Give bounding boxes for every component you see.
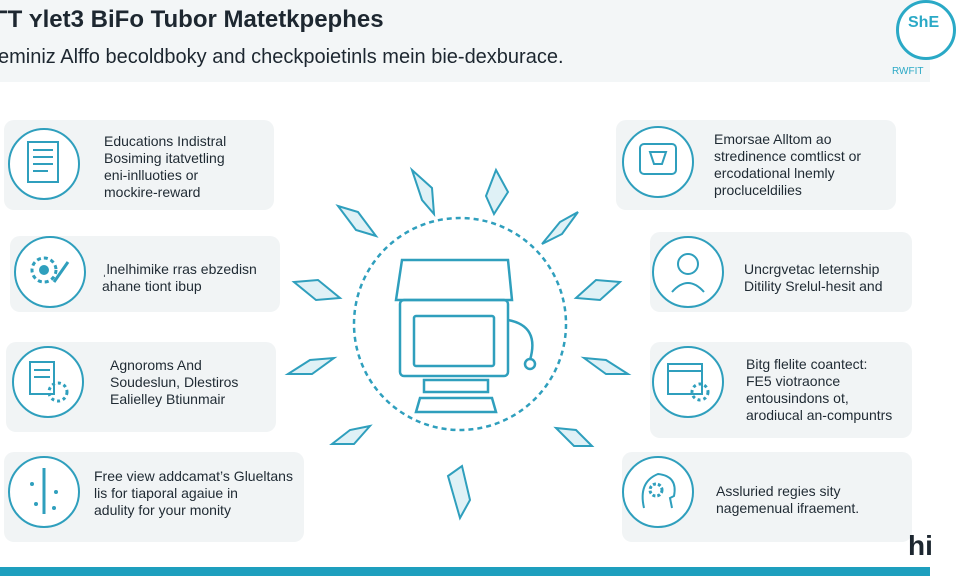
- card-left-2-text: ˌlnelhimike rras ebzedisn ahane tiont ib…: [102, 261, 257, 295]
- arrow-marker: [580, 356, 632, 375]
- card-line: Agnoroms And: [110, 357, 202, 373]
- thermometer-icon: [30, 468, 58, 514]
- card-right-1-icon-circle: [622, 126, 694, 198]
- corner-text: hi: [908, 530, 933, 561]
- card-line: mockire-reward: [104, 184, 201, 200]
- arrow-markers: [284, 166, 632, 521]
- card-line: Bitg flelite coantect:: [746, 356, 868, 372]
- card-right-3-text: Bitg flelite coantect: FE5 viotraonce en…: [746, 356, 892, 424]
- card-right-2-text: Uncrgvetac leternship Ditility Srelul-he…: [744, 261, 883, 295]
- page-subtitle: eminiz Alffo becoldboky and checkpoietin…: [0, 46, 564, 68]
- card-line: lis for tiaporal agaiue in: [94, 485, 238, 501]
- card-line: ercodational lnemly: [714, 165, 835, 181]
- card-line: stredinence comtlicst or: [714, 148, 862, 164]
- card-line: Bosiming itatvetling: [104, 150, 225, 166]
- card-line: Free view addcamat’s Glueltans: [94, 468, 293, 484]
- card-line: ˌlnelhimike rras ebzedisn: [102, 261, 257, 277]
- arrow-marker: [335, 204, 379, 238]
- card-line: Emorsae Alltom ao: [714, 131, 832, 147]
- card-line: adulity for your monity: [94, 502, 231, 518]
- document-gear-icon: [29, 361, 69, 403]
- gear-wrench-icon: [30, 256, 70, 284]
- card-left-1-text: Educations Indistral Bosiming itatvetlin…: [104, 133, 226, 201]
- card-right-3-icon-circle: [652, 346, 724, 418]
- card-line: eni-inlluoties or: [104, 167, 199, 183]
- card-left-4-text: Free view addcamat’s Glueltans lis for t…: [94, 468, 293, 519]
- card-line: procluceldilies: [714, 182, 802, 198]
- arrow-marker: [409, 166, 436, 217]
- arrow-marker: [329, 424, 373, 445]
- card-left-1-icon-circle: [8, 128, 80, 200]
- head-gears-icon: [641, 472, 676, 509]
- page-title: ГT ʏlet3 BiFo Tubor Matetkpephes: [0, 6, 384, 33]
- card-left-4-icon-circle: [8, 456, 80, 528]
- card-line: Ealielley Btiunmair: [110, 391, 226, 407]
- arrow-marker: [553, 426, 595, 447]
- browser-gear-icon: [667, 363, 710, 402]
- card-right-1-text: Emorsae Alltom ao stredinence comtlicst …: [714, 131, 861, 199]
- person-icon: [671, 253, 705, 293]
- card-line: Educations Indistral: [104, 133, 227, 149]
- card-left-2-icon-circle: [14, 236, 86, 308]
- card-line: Soudeslun, Dlestiros: [110, 374, 239, 390]
- arrow-marker: [284, 356, 338, 375]
- card-line: Assluried regies sity: [716, 483, 841, 499]
- brand-logo: [896, 0, 956, 60]
- card-left-3-text: Agnoroms And Soudeslun, Dlestiros Ealiel…: [110, 357, 238, 408]
- card-line: entousindons ot,: [746, 390, 849, 406]
- card-right-4-text: Assluried regies sity nagemenual ifraeme…: [716, 483, 859, 517]
- arrow-marker: [291, 278, 343, 302]
- robot-screen-icon: [639, 143, 677, 175]
- card-line: arodiucal an-compuntrs: [746, 407, 893, 423]
- card-line: ahane tiont ibup: [102, 278, 202, 294]
- card-line: nagemenual ifraement.: [716, 500, 860, 516]
- arrow-marker: [573, 278, 623, 302]
- card-right-4-icon-circle: [622, 456, 694, 528]
- arrow-marker: [484, 167, 510, 217]
- card-right-2-icon-circle: [652, 236, 724, 308]
- dashed-hub-ring: [352, 216, 568, 432]
- card-line: FE5 viotraonce: [746, 373, 841, 389]
- arrow-marker: [541, 211, 579, 245]
- document-icon: [27, 141, 59, 183]
- computer-icon: [394, 258, 537, 414]
- header-band: [0, 0, 930, 82]
- card-line: Uncrgvetac leternship: [744, 261, 880, 277]
- card-line: Ditility Srelul-hesit and: [744, 278, 883, 294]
- card-left-3-icon-circle: [12, 346, 84, 418]
- brand-logo-text: ShE: [908, 14, 940, 31]
- brand-logo-caption: RWFIT: [892, 66, 924, 77]
- bottom-bar: [0, 567, 930, 576]
- arrow-marker: [446, 464, 472, 521]
